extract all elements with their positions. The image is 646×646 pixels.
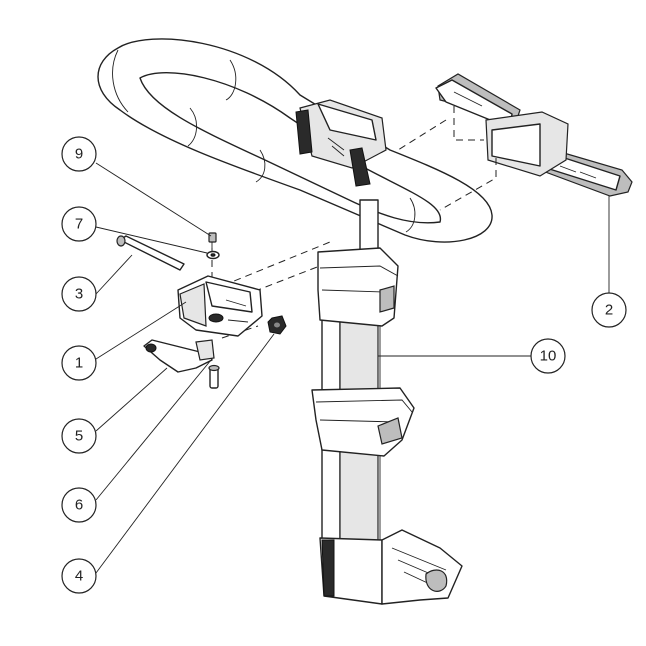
release-lever <box>143 339 215 373</box>
nut <box>267 315 287 335</box>
small-screw <box>208 232 217 250</box>
callout-5-label: 5 <box>75 428 83 445</box>
callout-1: 1 <box>61 345 97 381</box>
callout-7-label: 7 <box>75 216 83 233</box>
callout-6: 6 <box>61 487 97 523</box>
callout-7: 7 <box>61 206 97 242</box>
handlebar-loop <box>97 38 493 243</box>
washer <box>206 250 220 260</box>
callout-9: 9 <box>61 136 97 172</box>
lever-pin <box>208 364 220 389</box>
callout-9-label: 9 <box>75 146 83 163</box>
vertical-column <box>311 199 463 605</box>
callout-3: 3 <box>61 276 97 312</box>
callout-5: 5 <box>61 418 97 454</box>
callout-2: 2 <box>591 292 627 328</box>
callout-1-label: 1 <box>75 355 83 372</box>
callout-4: 4 <box>61 558 97 594</box>
handlebar-hub <box>295 99 387 187</box>
callout-10: 10 <box>530 338 566 374</box>
callout-2-label: 2 <box>605 302 613 319</box>
callout-10-label: 10 <box>540 348 557 365</box>
grip-handle <box>435 73 633 197</box>
leader-lines <box>95 162 610 574</box>
long-screw <box>116 235 185 271</box>
callout-6-label: 6 <box>75 497 83 514</box>
callout-3-label: 3 <box>75 286 83 303</box>
callout-4-label: 4 <box>75 568 83 585</box>
clamp-bracket <box>177 275 263 337</box>
